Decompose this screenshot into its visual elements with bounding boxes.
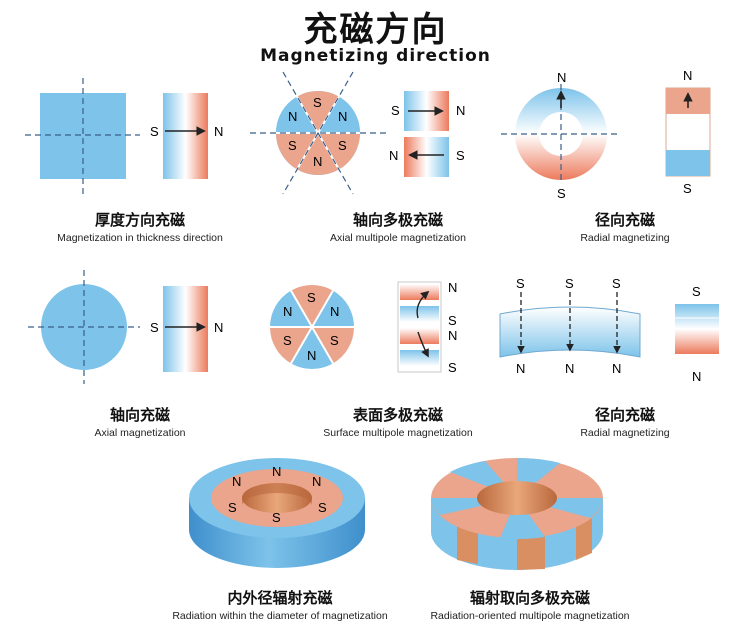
caption-surface-multipole: 表面多极充磁 Surface multipole magnetization <box>278 405 518 441</box>
ring1-pole-5: S <box>318 500 327 515</box>
surface-pole-2: N <box>330 304 339 319</box>
caption-cn: 表面多极充磁 <box>352 406 443 424</box>
pole-s-2b: S <box>456 148 465 163</box>
surface-pole-5: S <box>283 333 292 348</box>
ring1-pole-3: N <box>312 474 321 489</box>
caption-en: Axial multipole magnetization <box>330 232 466 244</box>
surface-pole-4: N <box>307 348 316 363</box>
caption-en: Surface multipole magnetization <box>323 427 473 439</box>
ring1-pole-1: N <box>272 464 281 479</box>
disc-pole-4: N <box>313 154 322 169</box>
caption-axial-multipole: 轴向多极充磁 Axial multipole magnetization <box>278 210 518 246</box>
arc-pole-n-3: N <box>612 361 621 376</box>
pole-n-3: N <box>557 70 566 85</box>
arc-pole-n-2: N <box>565 361 574 376</box>
surface-pole-6: N <box>283 304 292 319</box>
multipole-side-bar <box>404 91 449 177</box>
pole-n-5b: N <box>448 328 457 343</box>
pole-n-1: N <box>214 124 223 139</box>
arc-pole-s-2: S <box>565 276 574 291</box>
thickness-side-bar <box>163 93 208 179</box>
caption-radial-2: 径向充磁 Radial magnetizing <box>530 405 720 441</box>
arc-pole-s-3: S <box>612 276 621 291</box>
radial-ring <box>501 84 621 184</box>
ring1-pole-4: S <box>228 500 237 515</box>
axial-side-bar <box>163 286 208 372</box>
multipole-disc <box>250 71 386 195</box>
caption-cn: 轴向充磁 <box>109 406 170 424</box>
pole-n-4: N <box>214 320 223 335</box>
ring1-pole-2: N <box>232 474 241 489</box>
arc-pole-n-1: N <box>516 361 525 376</box>
page-subtitle: Magnetizing direction <box>260 46 491 66</box>
caption-cn: 内外径辐射充磁 <box>227 589 333 607</box>
caption-en: Radiation within the diameter of magneti… <box>172 610 388 622</box>
page-title: 充磁方向 <box>303 10 448 50</box>
axial-disc <box>28 270 140 384</box>
caption-thickness: 厚度方向充磁 Magnetization in thickness direct… <box>20 210 260 246</box>
surface-pole-3: S <box>330 333 339 348</box>
caption-cn: 厚度方向充磁 <box>94 211 185 229</box>
pole-s-5b: S <box>448 360 457 375</box>
caption-radiation-diameter: 内外径辐射充磁 Radiation within the diameter of… <box>140 588 420 624</box>
pole-s-1: S <box>150 124 159 139</box>
ring1-pole-6: S <box>272 510 281 525</box>
pole-s-5a: S <box>448 313 457 328</box>
pole-s-3: S <box>557 186 566 201</box>
pole-n-2b: N <box>389 148 398 163</box>
pole-n-5a: N <box>448 280 457 295</box>
radial-arc-segment <box>499 292 641 358</box>
thickness-square <box>25 78 140 198</box>
caption-radiation-multipole: 辐射取向多极充磁 Radiation-oriented multipole ma… <box>400 588 660 624</box>
caption-cn: 径向充磁 <box>594 211 655 229</box>
pole-s-4: S <box>150 320 159 335</box>
pole-s-2a: S <box>391 103 400 118</box>
pole-s-3b: S <box>683 181 692 196</box>
caption-en: Radiation-oriented multipole magnetizati… <box>430 610 630 622</box>
disc-pole-1: S <box>313 95 322 110</box>
arc-pole-s-1: S <box>516 276 525 291</box>
surface-pole-1: S <box>307 290 316 305</box>
caption-cn: 径向充磁 <box>594 406 655 424</box>
caption-cn: 轴向多极充磁 <box>352 211 443 229</box>
caption-cn: 辐射取向多极充磁 <box>469 589 590 607</box>
surface-multipole-disc <box>269 284 354 370</box>
surface-multipole-bar <box>397 281 442 373</box>
caption-en: Magnetization in thickness direction <box>57 232 223 244</box>
caption-en: Axial magnetization <box>94 427 186 439</box>
caption-en: Radial magnetizing <box>580 427 670 439</box>
disc-pole-5: S <box>288 138 297 153</box>
caption-radial-1: 径向充磁 Radial magnetizing <box>530 210 720 246</box>
ring-3d-radial <box>189 458 365 568</box>
pole-s-6: S <box>692 284 701 299</box>
caption-en: Radial magnetizing <box>580 232 670 244</box>
pole-n-3b: N <box>683 68 692 83</box>
caption-axial: 轴向充磁 Axial magnetization <box>20 405 260 441</box>
radial-section-block <box>675 304 719 354</box>
ring-3d-multipole <box>431 457 603 570</box>
radial-section-bar <box>665 87 711 177</box>
disc-pole-6: N <box>288 109 297 124</box>
disc-pole-2: N <box>338 109 347 124</box>
disc-pole-3: S <box>338 138 347 153</box>
pole-n-2a: N <box>456 103 465 118</box>
pole-n-6: N <box>692 369 701 384</box>
